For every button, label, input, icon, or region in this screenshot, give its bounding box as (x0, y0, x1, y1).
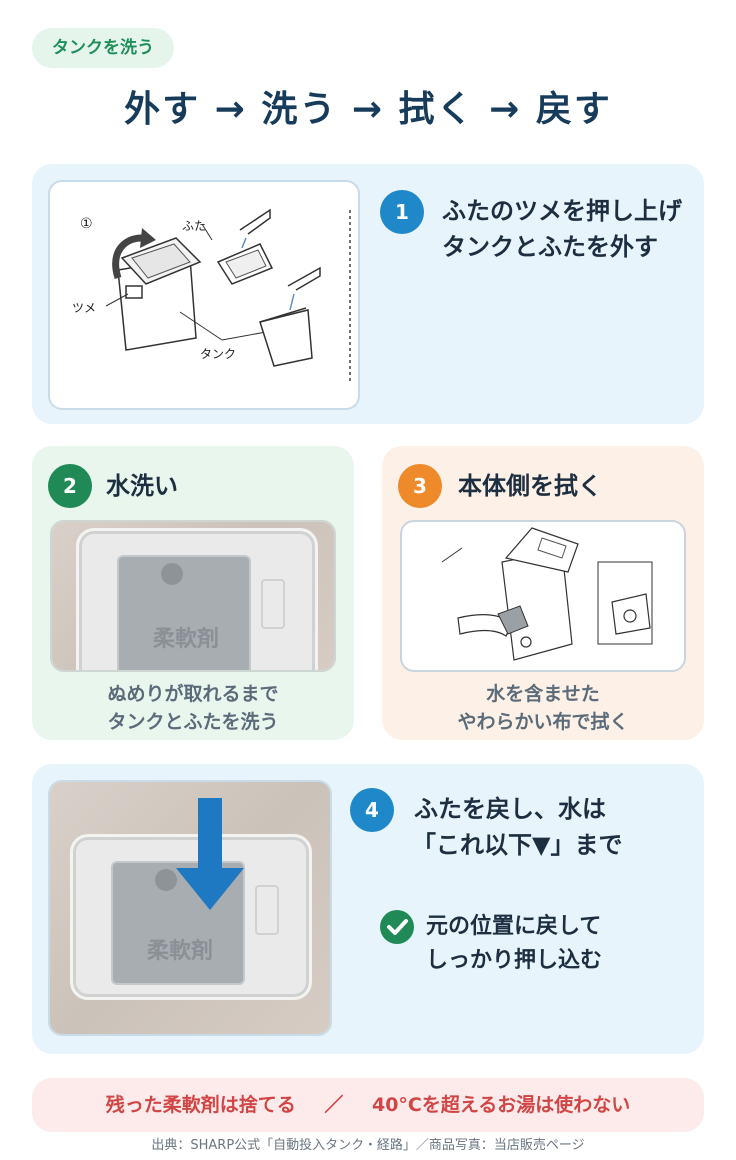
step3-caption-line1: 水を含ませた (486, 683, 600, 705)
warning-bar (32, 1078, 704, 1132)
source-credit: 出典：SHARP公式「自動投入タンク・経路」／商品写真：当店販売ページ (151, 1138, 585, 1153)
check-icon (380, 910, 414, 944)
step4-check-line1: 元の位置に戻して (426, 914, 602, 939)
step1-card: ① ふた ツメ タンク 1 ふたのツメを押し上げ タンクとふたを外す (32, 164, 704, 424)
step2-caption-line1: ぬめりが取れるまで (107, 683, 279, 705)
warning-separator: ／ (324, 1094, 344, 1116)
step3-number-badge: 3 (398, 464, 442, 508)
section-pill: タンクを洗う (32, 28, 174, 68)
step1-number-badge: 1 (380, 190, 424, 234)
step2-photo: 柔軟剤 (52, 522, 334, 670)
step4-lid-tab (255, 885, 279, 935)
step4-lid-knob (155, 869, 177, 891)
step3-title: 本体側を拭く (458, 472, 602, 500)
step1-diagram: ① ふた ツメ タンク (50, 202, 358, 388)
step4-title-line1: ふたを戻し、水は (414, 795, 606, 823)
step2-caption-line2: タンクとふたを洗う (107, 711, 279, 733)
step2-title: 水洗い (106, 472, 178, 500)
step2-lid-text: 柔軟剤 (153, 627, 220, 652)
step4-lid-text: 柔軟剤 (147, 939, 214, 964)
step4-lid: 柔軟剤 (70, 834, 312, 1000)
step2-lid: 柔軟剤 (76, 528, 318, 670)
step3-diagram (434, 522, 653, 670)
step3-caption-line2: やわらかい布で拭く (457, 711, 629, 733)
step2-number-badge: 2 (48, 464, 92, 508)
step3-diagram-frame (400, 520, 686, 672)
step2-lid-tab (261, 579, 285, 629)
page-title: 外す → 洗う → 拭く → 戻す (124, 89, 612, 130)
step2-card: 2 水洗い 柔軟剤 ぬめりが取れるまで タンクとふたを洗う (32, 446, 354, 740)
step4-number-badge: 4 (350, 788, 394, 832)
step3-card: 3 本体側を拭く 水を含ませた やわらかい布で拭く (382, 446, 704, 740)
step4-photo: 柔軟剤 (50, 782, 330, 1034)
step4-card: 柔軟剤 4 ふたを戻し、水は 「これ以下▼」まで 元の位置に戻して しっかり押し… (32, 764, 704, 1054)
diagram-label-tank: タンク (200, 347, 236, 361)
diagram-label-tab: ツメ (72, 301, 96, 315)
step1-diagram-frame: ① ふた ツメ タンク (48, 180, 360, 410)
warning-text: 残った柔軟剤は捨てる ／ 40°Cを超えるお湯は使わない (32, 1078, 704, 1132)
step4-photo-frame: 柔軟剤 (48, 780, 332, 1036)
warning-left: 残った柔軟剤は捨てる (105, 1094, 296, 1116)
step1-title-line1: ふたのツメを押し上げ (442, 197, 682, 225)
step4-title-line2: 「これ以下▼」まで (412, 831, 623, 859)
diagram-circle-num: ① (80, 216, 93, 232)
step1-title-line2: タンクとふたを外す (442, 233, 658, 261)
step2-lid-knob (161, 563, 183, 585)
step2-photo-frame: 柔軟剤 (50, 520, 336, 672)
down-arrow-icon (176, 798, 244, 910)
step2-lid-window (117, 555, 251, 670)
diagram-label-lid: ふた (182, 219, 206, 233)
step4-check-line2: しっかり押し込む (426, 948, 603, 973)
warning-right: 40°Cを超えるお湯は使わない (371, 1094, 631, 1116)
